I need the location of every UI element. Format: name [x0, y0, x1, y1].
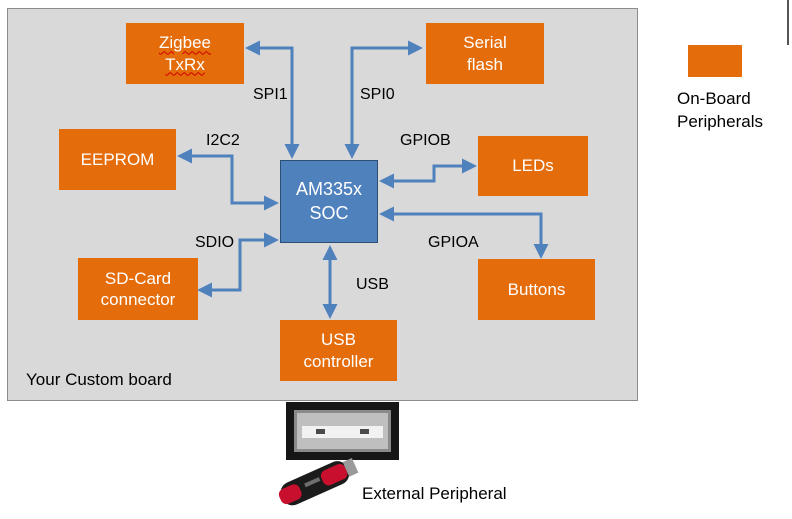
- usb-flash-drive-icon: [278, 458, 359, 506]
- window-edge: [787, 0, 789, 45]
- legend-label: On-Board Peripherals: [677, 89, 763, 131]
- external-peripheral-label: External Peripheral: [362, 484, 507, 503]
- sd-card-connector-label: SD-Card connector: [100, 268, 176, 309]
- serial-flash-label: Serial flash: [463, 33, 507, 74]
- leds-box: LEDs: [478, 136, 588, 196]
- usb-label: USB: [356, 276, 389, 293]
- spi1-arrow: [245, 40, 300, 159]
- gpiob-arrow: [379, 158, 477, 189]
- gpiob-label: GPIOB: [400, 132, 451, 149]
- eeprom-box: EEPROM: [59, 129, 176, 190]
- gpioa-label: GPIOA: [428, 234, 479, 251]
- sd-card-connector-box: SD-Card connector: [78, 258, 198, 320]
- zigbee-txrx-box: Zigbee TxRx: [126, 23, 244, 84]
- i2c2-arrow: [177, 148, 279, 211]
- soc-label: AM335x SOC: [295, 179, 363, 223]
- legend-swatch: [688, 45, 742, 77]
- eeprom-label: EEPROM: [80, 149, 155, 169]
- usb-port-icon: [286, 402, 399, 460]
- spi0-arrow: [344, 40, 423, 159]
- sdio-arrow: [197, 232, 279, 298]
- usb-controller-label: USB controller: [303, 330, 374, 371]
- am335x-soc-box: AM335x SOC: [280, 160, 378, 243]
- i2c2-label: I2C2: [206, 132, 240, 149]
- sdio-label: SDIO: [195, 234, 235, 251]
- gpioa-arrow: [379, 206, 549, 259]
- serial-flash-box: Serial flash: [426, 23, 544, 84]
- spi1-label: SPI1: [253, 86, 288, 103]
- leds-label: LEDs: [512, 156, 554, 176]
- board-label: Your Custom board: [26, 370, 172, 389]
- usb-controller-box: USB controller: [280, 320, 397, 381]
- spi0-label: SPI0: [360, 86, 395, 103]
- buttons-label: Buttons: [507, 279, 566, 299]
- buttons-box: Buttons: [478, 259, 595, 320]
- zigbee-txrx-label: Zigbee TxRx: [159, 33, 211, 74]
